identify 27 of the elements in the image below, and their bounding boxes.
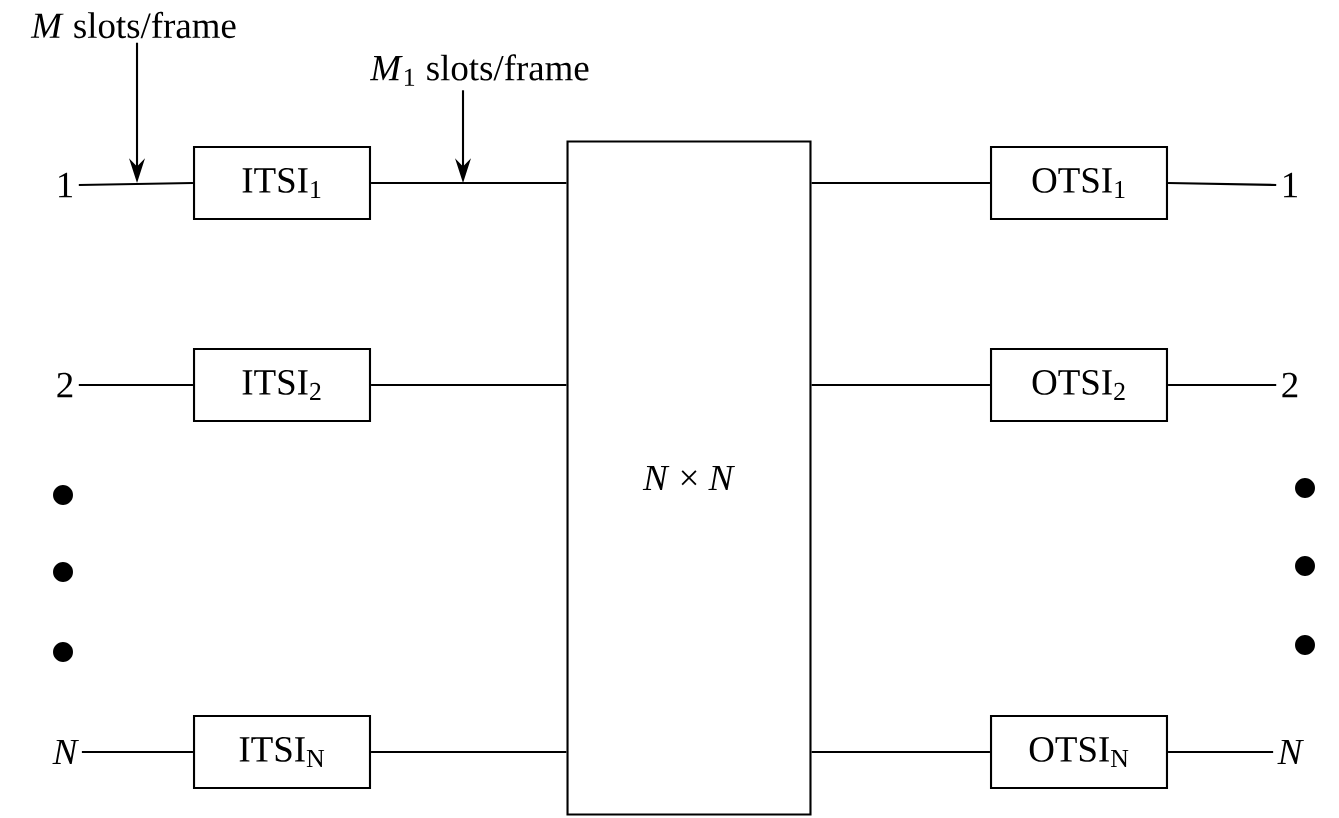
- process-box: ITSI$_{1}$: [192, 145, 372, 221]
- connector-line: [371, 750, 567, 754]
- annotation-text: M$_{1}$ slots/frame: [369, 54, 589, 86]
- switch-box: N × N: [566, 140, 812, 816]
- connector-line: [811, 383, 990, 387]
- connector-line: [1168, 383, 1277, 387]
- process-box: ITSI$_{N}$: [192, 714, 372, 790]
- connector-line: [1168, 750, 1274, 754]
- connector-line: [81, 750, 193, 754]
- annotation-text: M slots/frame: [30, 11, 236, 39]
- port-number: 2: [1282, 372, 1298, 398]
- connector-line: [78, 383, 193, 387]
- process-box: ITSI$_{2}$: [192, 347, 372, 423]
- port-number: 1: [1284, 172, 1297, 198]
- connector-line: [1168, 181, 1277, 187]
- connector-line: [811, 750, 990, 754]
- process-box: OTSI$_{N}$: [989, 714, 1169, 790]
- process-box: OTSI$_{2}$: [989, 347, 1169, 423]
- connector-line: [811, 181, 990, 185]
- connector-line: [78, 181, 193, 187]
- port-number: N: [1277, 739, 1304, 765]
- process-box: OTSI$_{1}$: [989, 145, 1169, 221]
- connector-line: [371, 383, 567, 387]
- port-number: 2: [57, 372, 73, 398]
- port-number: 1: [59, 172, 72, 198]
- port-number: N: [52, 739, 79, 765]
- connector-line: [371, 181, 567, 185]
